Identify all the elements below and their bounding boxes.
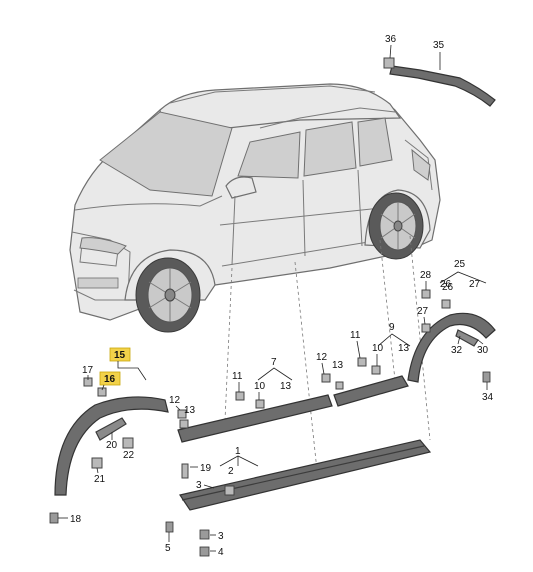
svg-text:34: 34 bbox=[482, 392, 494, 403]
rear-wheel-arch-trim bbox=[407, 289, 496, 383]
label-10-front: 10 bbox=[254, 381, 266, 400]
label-5: 5 bbox=[165, 532, 171, 554]
label-18: 18 bbox=[58, 514, 82, 525]
label-28: 28 bbox=[420, 270, 432, 290]
label-1: 1 bbox=[235, 446, 241, 466]
svg-text:13: 13 bbox=[280, 381, 292, 392]
label-26-right: 26 bbox=[442, 282, 454, 293]
svg-text:22: 22 bbox=[123, 450, 135, 461]
svg-text:19: 19 bbox=[200, 463, 212, 474]
svg-text:36: 36 bbox=[385, 34, 397, 45]
svg-text:7: 7 bbox=[271, 357, 277, 368]
label-25: 25 bbox=[439, 259, 487, 284]
label-11-front: 11 bbox=[232, 371, 243, 392]
label-12-rear: 12 bbox=[316, 352, 328, 375]
front-door-trim bbox=[177, 391, 333, 443]
svg-text:30: 30 bbox=[477, 345, 489, 356]
svg-text:3: 3 bbox=[218, 531, 224, 542]
label-20: 20 bbox=[106, 432, 118, 451]
svg-text:17: 17 bbox=[82, 365, 94, 376]
label-3-lower: 3 bbox=[210, 531, 224, 542]
label-13-rear-left: 13 bbox=[332, 360, 344, 371]
svg-text:9: 9 bbox=[389, 322, 395, 333]
label-11-rear: 11 bbox=[350, 330, 361, 359]
label-30: 30 bbox=[477, 339, 489, 356]
svg-text:12: 12 bbox=[169, 395, 181, 406]
svg-text:13: 13 bbox=[332, 360, 344, 371]
car-illustration bbox=[69, 83, 441, 333]
label-3-upper: 3 bbox=[196, 480, 215, 491]
svg-text:10: 10 bbox=[372, 343, 384, 354]
rear-door-trim bbox=[321, 357, 409, 407]
label-22: 22 bbox=[123, 450, 135, 461]
svg-text:15: 15 bbox=[114, 350, 126, 361]
svg-text:1: 1 bbox=[235, 446, 241, 457]
label-36: 36 bbox=[385, 34, 397, 59]
svg-text:27: 27 bbox=[469, 279, 481, 290]
label-17: 17 bbox=[82, 365, 94, 380]
svg-text:5: 5 bbox=[165, 543, 171, 554]
label-9: 9 bbox=[377, 322, 411, 347]
svg-text:26: 26 bbox=[440, 279, 452, 290]
side-sill-trim bbox=[165, 439, 432, 557]
label-34: 34 bbox=[482, 382, 494, 403]
label-15-highlighted: 15 bbox=[109, 347, 147, 381]
svg-text:20: 20 bbox=[106, 440, 118, 451]
roof-trim-strip bbox=[383, 57, 496, 107]
svg-text:11: 11 bbox=[350, 330, 361, 341]
label-19: 19 bbox=[190, 463, 212, 474]
label-26-left: 26 bbox=[440, 279, 452, 290]
label-13-rear: 13 bbox=[398, 343, 410, 354]
front-wheel-arch-trim bbox=[49, 377, 169, 524]
label-2: 2 bbox=[219, 455, 259, 477]
svg-text:12: 12 bbox=[316, 352, 328, 363]
svg-text:2: 2 bbox=[228, 466, 234, 477]
svg-text:32: 32 bbox=[451, 345, 463, 356]
svg-text:10: 10 bbox=[254, 381, 266, 392]
svg-text:13: 13 bbox=[398, 343, 410, 354]
label-35: 35 bbox=[433, 40, 445, 70]
label-16-highlighted: 16 bbox=[99, 371, 121, 391]
svg-text:16: 16 bbox=[104, 374, 116, 385]
svg-text:27: 27 bbox=[417, 306, 429, 317]
label-7: 7 bbox=[257, 357, 293, 381]
reference-lines bbox=[224, 235, 431, 481]
svg-text:28: 28 bbox=[420, 270, 432, 281]
svg-text:35: 35 bbox=[433, 40, 445, 51]
svg-text:4: 4 bbox=[218, 547, 224, 558]
label-4: 4 bbox=[210, 547, 224, 558]
label-13-front: 13 bbox=[280, 381, 292, 392]
label-10-rear: 10 bbox=[372, 343, 384, 366]
svg-text:13: 13 bbox=[184, 405, 196, 416]
label-27-right: 27 bbox=[469, 279, 481, 290]
label-13-front-left: 13 bbox=[184, 405, 196, 416]
svg-text:11: 11 bbox=[232, 371, 243, 382]
svg-text:21: 21 bbox=[94, 474, 106, 485]
label-12-front: 12 bbox=[169, 395, 181, 411]
svg-text:25: 25 bbox=[454, 259, 466, 270]
label-32: 32 bbox=[451, 335, 463, 356]
label-27-left: 27 bbox=[417, 306, 429, 325]
label-21: 21 bbox=[94, 467, 106, 485]
svg-text:18: 18 bbox=[70, 514, 82, 525]
svg-text:26: 26 bbox=[442, 282, 454, 293]
svg-text:3: 3 bbox=[196, 480, 202, 491]
